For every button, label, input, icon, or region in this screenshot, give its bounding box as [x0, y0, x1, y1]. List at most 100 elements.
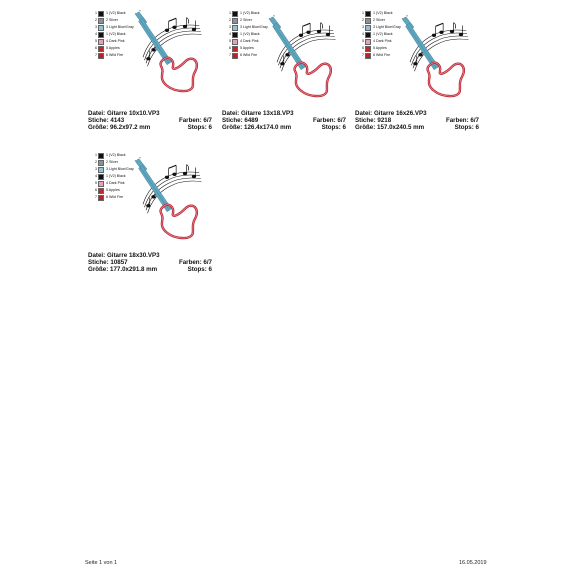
legend-number: 6 — [95, 188, 97, 192]
color-swatch — [365, 31, 371, 38]
size-label: Größe: — [88, 266, 109, 273]
legend-color-name: 1 (V2) Black — [373, 11, 393, 15]
legend-number: 1 — [362, 11, 364, 15]
color-swatch — [98, 52, 104, 59]
legend-number: 6 — [229, 46, 231, 50]
guitar-neck — [135, 158, 172, 213]
design-info: Datei: Gitarre 16x26.VP3 Stiche: 9218 Fa… — [355, 110, 479, 131]
guitar-body — [159, 203, 199, 240]
color-swatch — [98, 45, 104, 52]
stitch-count: 9218 — [377, 117, 392, 124]
stitches-label: Stiche: — [355, 117, 376, 124]
size-label: Größe: — [222, 124, 243, 131]
legend-color-name: 3 Light Blue/Gray — [106, 25, 134, 29]
colors-label: Farben: — [312, 117, 336, 124]
legend-number: 2 — [362, 18, 364, 22]
colors-label: Farben: — [178, 259, 202, 266]
legend-color-name: 4 Dark Pink — [106, 181, 125, 185]
design-info: Datei: Gitarre 10x10.VP3 Stiche: 4143 Fa… — [88, 110, 212, 131]
stops-label: Stops: — [321, 124, 341, 131]
color-swatch — [232, 31, 238, 38]
legend-color-name: 1 (V2) Black — [106, 153, 126, 157]
legend-color-name: 4 Dark Pink — [373, 39, 392, 43]
stop-count: 6 — [208, 124, 212, 131]
color-swatch — [365, 10, 371, 17]
color-swatch — [365, 52, 371, 59]
legend-number: 2 — [95, 18, 97, 22]
legend-color-name: 5 Apples — [373, 46, 387, 50]
legend-color-name: 1 (V2) Black — [106, 11, 126, 15]
color-swatch — [98, 166, 104, 173]
legend-color-name: 2 Silver — [240, 18, 252, 22]
legend-number: 6 — [362, 46, 364, 50]
print-date: 16.05.2019 — [459, 560, 487, 566]
legend-number: 6 — [95, 46, 97, 50]
legend-color-name: 6 Wild Fire — [240, 53, 258, 57]
color-swatch — [365, 38, 371, 45]
stitches-label: Stiche: — [88, 259, 109, 266]
design-card: 1 1 (V2) Black 2 2 Silver 3 3 Light Blue… — [88, 10, 212, 132]
stops-label: Stops: — [187, 124, 207, 131]
legend-color-name: 1 (V2) Black — [106, 174, 126, 178]
guitar-artwork — [401, 15, 469, 98]
guitar-body — [159, 56, 199, 93]
legend-color-name: 6 Wild Fire — [373, 53, 391, 57]
stitches-label: Stiche: — [222, 117, 243, 124]
design-size: 177.0x291.8 mm — [110, 266, 158, 273]
legend-number: 4 — [229, 32, 231, 36]
stitch-count: 6489 — [244, 117, 259, 124]
design-info: Datei: Gitarre 18x30.VP3 Stiche: 10857 F… — [88, 252, 212, 273]
design-size: 96.2x97.2 mm — [110, 124, 151, 131]
music-notes — [413, 22, 464, 66]
legend-number: 4 — [95, 32, 97, 36]
file-name: Gitarre 10x10.VP3 — [106, 110, 160, 117]
color-count: 6/7 — [337, 117, 346, 124]
colors-label: Farben: — [445, 117, 469, 124]
legend-number: 3 — [95, 25, 97, 29]
design-size: 126.4x174.0 mm — [244, 124, 292, 131]
guitar-headstock-accent — [401, 15, 408, 20]
stitches-label: Stiche: — [88, 117, 109, 124]
legend-color-name: 3 Light Blue/Gray — [106, 167, 134, 171]
legend-color-name: 4 Dark Pink — [240, 39, 259, 43]
design-card: 1 1 (V2) Black 2 2 Silver 3 3 Light Blue… — [222, 10, 346, 132]
design-card: 1 1 (V2) Black 2 2 Silver 3 3 Light Blue… — [88, 152, 212, 274]
legend-number: 1 — [95, 153, 97, 157]
legend-number: 7 — [95, 53, 97, 57]
color-swatch — [98, 24, 104, 31]
legend-number: 2 — [229, 18, 231, 22]
legend-color-name: 6 Wild Fire — [106, 53, 124, 57]
size-label: Größe: — [88, 124, 109, 131]
color-swatch — [232, 24, 238, 31]
color-swatch — [232, 10, 238, 17]
design-card: 1 1 (V2) Black 2 2 Silver 3 3 Light Blue… — [355, 10, 479, 132]
color-swatch — [98, 152, 104, 159]
legend-number: 1 — [229, 11, 231, 15]
guitar-neck — [269, 16, 306, 71]
color-swatch — [98, 31, 104, 38]
color-swatch — [365, 24, 371, 31]
color-swatch — [365, 45, 371, 52]
color-swatch — [365, 17, 371, 24]
file-label: Datei: — [88, 110, 106, 117]
design-size: 157.0x240.5 mm — [377, 124, 425, 131]
stitch-count: 10857 — [110, 259, 128, 266]
legend-number: 7 — [95, 195, 97, 199]
color-swatch — [98, 159, 104, 166]
color-swatch — [98, 10, 104, 17]
guitar-headstock-accent — [268, 15, 275, 20]
legend-number: 3 — [95, 167, 97, 171]
stop-count: 6 — [208, 266, 212, 273]
guitar-artwork — [134, 157, 202, 240]
file-label: Datei: — [222, 110, 240, 117]
file-label: Datei: — [88, 252, 106, 259]
legend-color-name: 5 Apples — [106, 46, 120, 50]
legend-color-name: 2 Silver — [373, 18, 385, 22]
legend-color-name: 1 (V2) Black — [106, 32, 126, 36]
file-name: Gitarre 13x18.VP3 — [240, 110, 294, 117]
legend-number: 4 — [362, 32, 364, 36]
legend-number: 5 — [362, 39, 364, 43]
legend-color-name: 5 Apples — [240, 46, 254, 50]
color-count: 6/7 — [470, 117, 479, 124]
music-staff-swirl — [409, 29, 469, 72]
